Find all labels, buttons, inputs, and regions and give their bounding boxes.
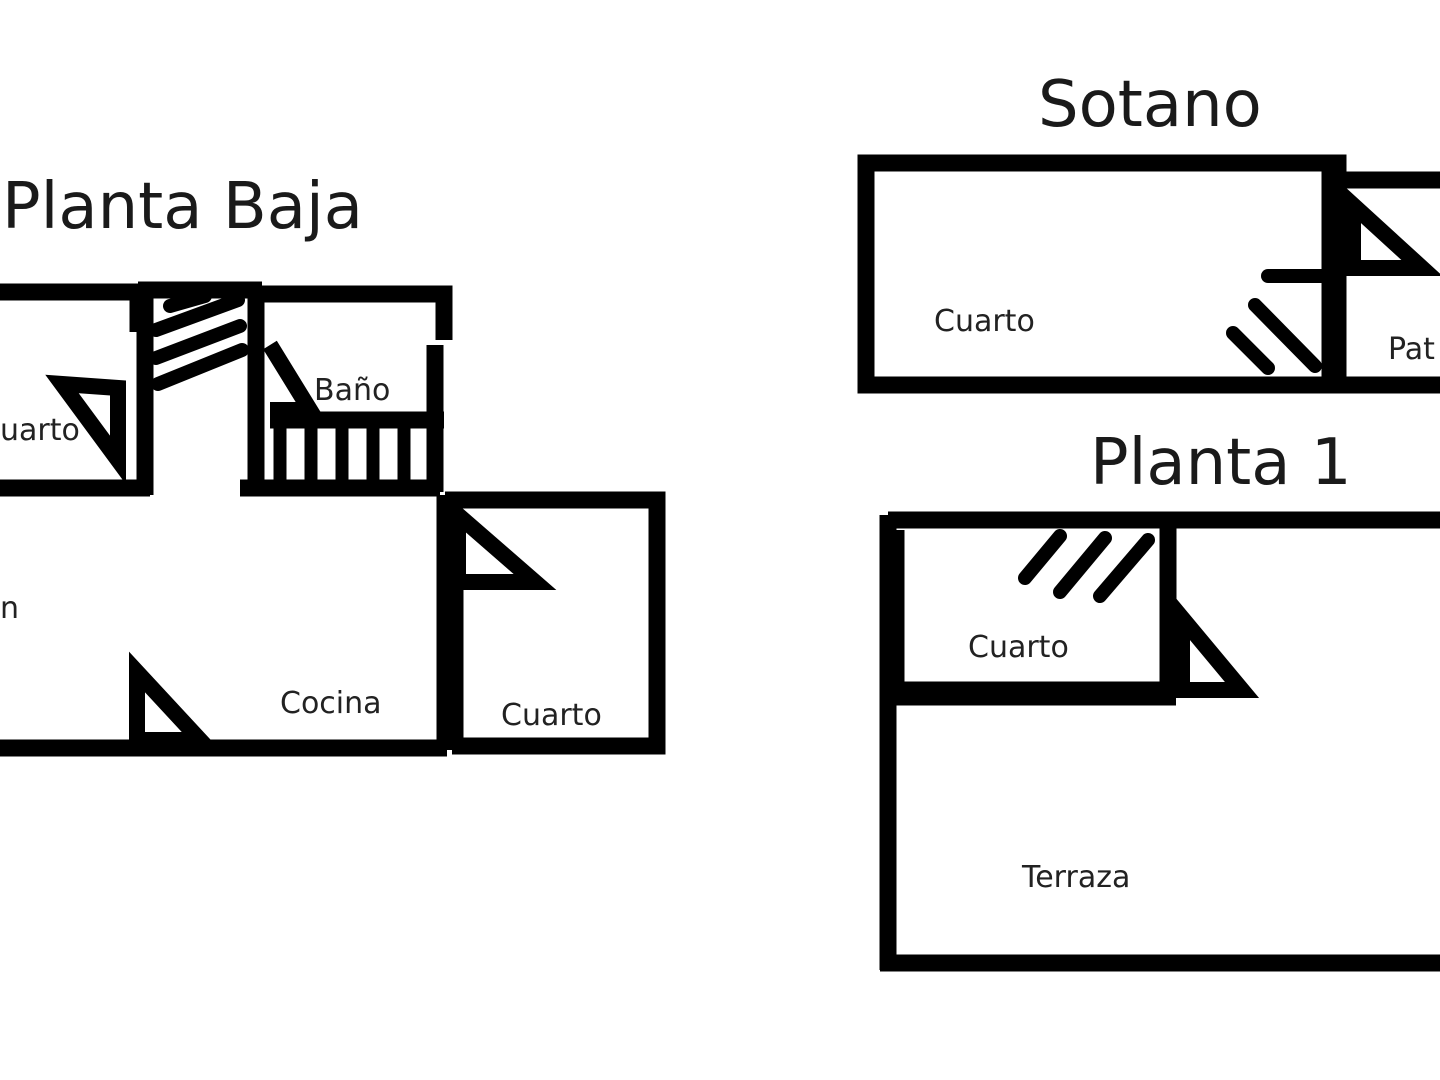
door-swing — [1345, 186, 1440, 276]
planta-baja-doors — [45, 340, 557, 748]
sotano-doors — [1345, 186, 1440, 276]
door-swing — [1174, 595, 1260, 698]
sotano-title: Sotano — [1038, 68, 1262, 142]
stair-line — [1053, 531, 1112, 599]
planta-baja-title: Planta Baja — [2, 170, 363, 244]
room-label-cocina: Cocina — [280, 686, 382, 721]
room-label-sotano-patio-fragment: Pat — [1388, 332, 1435, 367]
stair-line — [1018, 529, 1067, 585]
stair-line — [149, 319, 247, 365]
planta-baja-stairs-diagonal — [149, 289, 249, 391]
planta-1-walls — [879, 511, 1440, 972]
room-label-bano: Baño — [314, 373, 390, 408]
room-label-sotano-cuarto: Cuarto — [934, 304, 1035, 339]
door-swing — [263, 340, 325, 418]
stair-line — [151, 343, 249, 391]
room-label-salon-fragment: n — [0, 591, 19, 626]
sotano-stairs — [1226, 269, 1337, 375]
stair-line — [1248, 298, 1322, 373]
planta-1-title: Planta 1 — [1090, 426, 1352, 500]
stair-line — [1226, 326, 1275, 375]
stair-line — [163, 289, 212, 313]
planta-baja-stairs-vertical — [273, 428, 411, 492]
planta-1-plan: Planta 1 Cuarto Terraza — [879, 426, 1440, 972]
planta-baja-plan: Planta Baja — [0, 170, 666, 757]
planta-baja-walls — [0, 281, 666, 757]
room-label-p1-terraza: Terraza — [1021, 860, 1130, 895]
door-swing — [129, 651, 219, 748]
door-swing — [45, 374, 126, 485]
room-label-cuarto-right: Cuarto — [501, 698, 602, 733]
stair-line — [149, 293, 245, 337]
stair-line — [1093, 533, 1155, 603]
door-swing — [450, 497, 557, 590]
planta-1-doors — [1174, 595, 1260, 698]
sotano-plan: Sotano Cuarto Pat — [857, 68, 1440, 394]
room-label-cuarto-left: uarto — [0, 413, 80, 448]
wall-right-room — [445, 491, 666, 755]
planta-1-stairs — [1018, 529, 1155, 603]
room-label-p1-cuarto: Cuarto — [968, 630, 1069, 665]
wall-bath-top — [262, 285, 453, 340]
